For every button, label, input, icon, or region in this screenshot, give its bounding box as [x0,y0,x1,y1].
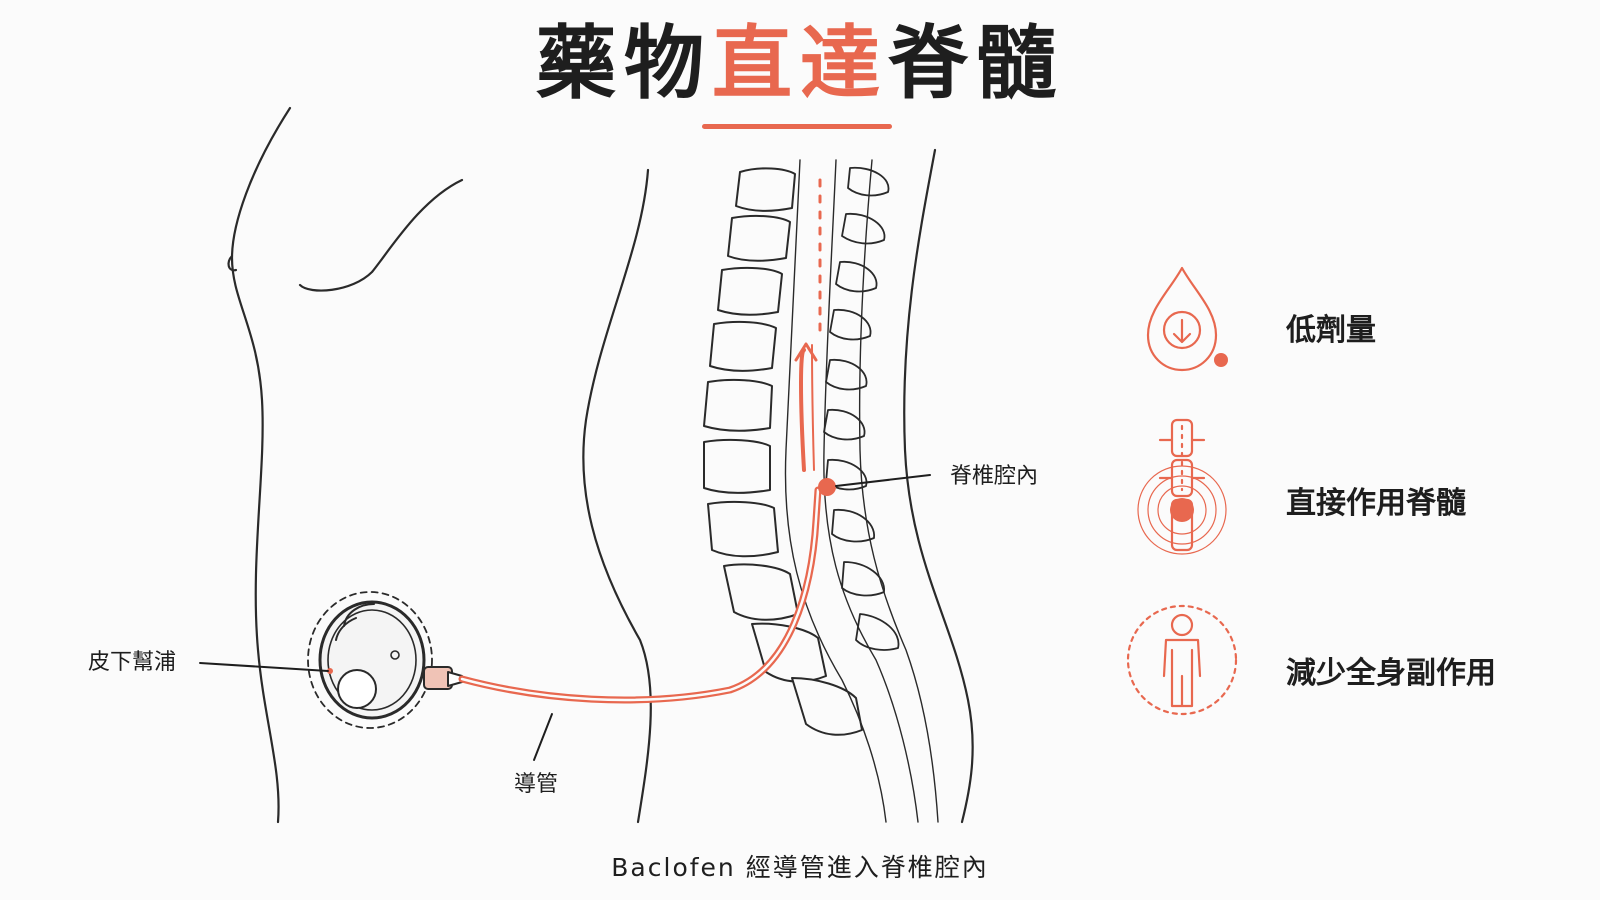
feature-label-low-dose: 低劑量 [1286,313,1376,348]
spine-target-icon [1137,418,1227,555]
front-spine-contour [903,148,974,824]
feature-label-direct-action: 直接作用脊髓 [1286,486,1466,521]
nipple [227,254,238,272]
caption: Baclofen 經導管進入脊椎腔內 [611,853,989,882]
intrathecal-label: 脊椎腔內 [950,464,1039,489]
body-outline [227,106,974,824]
leader-lines [199,474,931,761]
title-highlight: 直達 [712,17,888,110]
feature-label-fewer-side-effects: 減少全身副作用 [1286,656,1496,691]
catheter [458,178,836,704]
person-circle-icon [1126,604,1238,716]
belly-contour [582,168,652,824]
drop-down-arrow-icon [1146,266,1228,372]
back-contour [230,106,292,824]
vertebrae [703,167,863,736]
title-part2: 脊髓 [888,17,1064,110]
spinous-processes [823,166,900,651]
title-part1: 藥物 [536,17,712,110]
pump-label: 皮下幫浦 [88,650,177,675]
breast-curve [298,178,464,292]
spinal-canal [784,159,939,823]
subcutaneous-pump [307,591,463,729]
catheter-label: 導管 [514,772,559,797]
title-underline [702,124,892,129]
page-title: 藥物直達脊髓 [0,14,1600,114]
